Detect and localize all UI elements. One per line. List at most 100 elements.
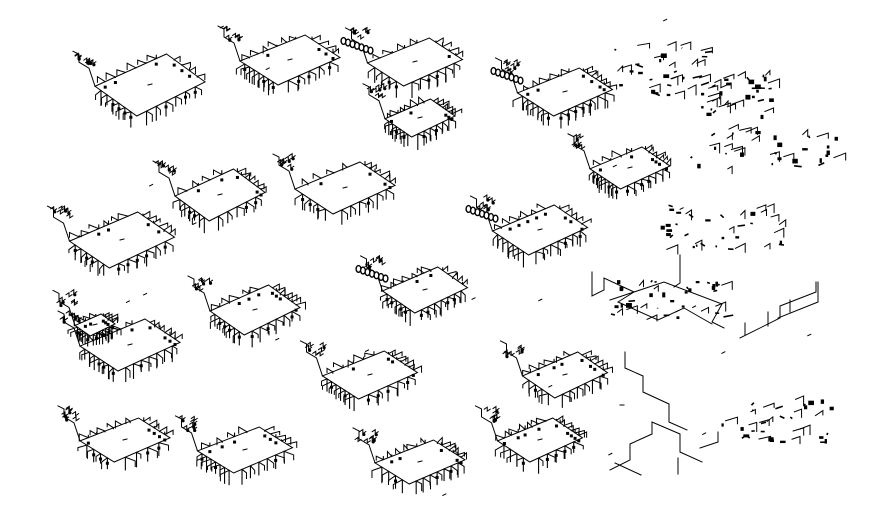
fitting-symbol [559, 116, 563, 120]
fixture-stub [95, 89, 102, 101]
center-mark [562, 90, 568, 93]
fitting-symbol [173, 343, 177, 347]
fixture-stub [136, 254, 146, 264]
pipe-segment [757, 98, 765, 102]
fitting-symbol [666, 229, 673, 232]
branch-line [152, 160, 176, 197]
fixture-stub [555, 415, 564, 423]
pipe-segment [709, 142, 721, 154]
fixture-stub [235, 63, 246, 75]
fitting-symbol [459, 461, 463, 465]
fixture-stub [500, 448, 512, 458]
fixture-symbol [372, 87, 380, 93]
fixture-stub [96, 75, 106, 83]
fixture-stub [576, 386, 584, 397]
fitting-symbol [659, 58, 662, 63]
fitting-symbol [745, 94, 751, 100]
fitting-symbol [105, 461, 109, 465]
fitting-symbol [517, 223, 521, 227]
fitting-symbol [615, 190, 619, 194]
fixture-stub [81, 251, 88, 263]
fitting-symbol [362, 432, 366, 437]
pipe-segment [653, 54, 665, 61]
fixture-stub [408, 363, 415, 369]
detail-mark [77, 331, 82, 334]
fitting-symbol [188, 74, 192, 78]
pipe-segment [740, 209, 746, 220]
fixture-stub [598, 178, 606, 190]
branch-line [187, 275, 211, 312]
fitting-symbol [543, 212, 547, 216]
fixture-stub [249, 286, 260, 294]
fixture-stub [398, 306, 407, 317]
fixture-group-layer [46, 25, 672, 495]
fixture-stub [174, 333, 183, 340]
fitting-symbol [294, 308, 298, 312]
fixture-stub [538, 77, 549, 85]
fixture-stub [400, 356, 409, 365]
fixture-stub [578, 431, 588, 438]
fixture-stub [68, 244, 76, 254]
center-mark [417, 460, 423, 463]
branch-line [72, 50, 96, 87]
fixture-stub [374, 168, 381, 174]
fixture-stub [260, 185, 267, 193]
fitting-symbol [307, 75, 311, 79]
fitting-symbol [429, 273, 433, 277]
pipe-segment [799, 424, 811, 436]
pipe-segment [726, 134, 733, 140]
fitting-symbol [97, 232, 101, 236]
fitting-symbol [271, 86, 275, 89]
fixture-symbol [56, 299, 64, 306]
fixture-symbol [61, 411, 69, 418]
pipe-segment [775, 405, 783, 410]
fixture-stub [512, 95, 524, 108]
fixture-stub [187, 209, 196, 220]
fitting-symbol [158, 435, 161, 439]
center-mark [252, 308, 258, 311]
fitting-symbol [172, 169, 176, 173]
fixture-stub [538, 392, 549, 403]
fixture-symbol [158, 159, 167, 166]
fixture-stub [538, 362, 547, 371]
fixture-stub [648, 146, 654, 153]
fitting-symbol [743, 434, 750, 438]
fitting-symbol [97, 362, 101, 366]
room-floor-outline [238, 34, 342, 86]
fixture-stub [564, 237, 574, 246]
fixture-stub [379, 293, 388, 301]
center-mark [217, 193, 223, 196]
fitting-symbol [316, 208, 320, 212]
fixture-stub [108, 326, 118, 335]
fitting-symbol [291, 157, 295, 161]
fitting-symbol [409, 111, 413, 115]
fixture-symbol [70, 288, 78, 295]
fixture-stub [275, 454, 285, 464]
fitting-symbol [780, 440, 786, 444]
fixture-stub [194, 86, 203, 96]
room-floor-outline [588, 146, 672, 190]
fixture-stub [249, 49, 260, 56]
pipe-segment [737, 224, 746, 227]
fitting-symbol [107, 228, 110, 232]
fixture-stub [132, 363, 142, 371]
fixture-stub [497, 237, 504, 247]
pipe-segment [610, 313, 616, 316]
pipe-segment [706, 98, 718, 108]
fitting-symbol [77, 318, 81, 323]
fixture-stub [397, 43, 406, 50]
fitting-symbol [715, 281, 719, 287]
fitting-symbol [560, 362, 564, 366]
fixture-symbol [169, 165, 178, 171]
fitting-symbol [756, 89, 759, 93]
center-mark [627, 166, 633, 169]
fitting-symbol [117, 267, 121, 271]
fitting-symbol [592, 175, 596, 179]
fitting-symbol [808, 400, 814, 406]
fixture-stub [118, 262, 125, 271]
fixture-stub [460, 451, 468, 460]
fitting-symbol [192, 425, 196, 429]
fitting-symbol [324, 52, 328, 56]
fixture-symbol [205, 277, 214, 284]
fitting-symbol [394, 479, 398, 483]
